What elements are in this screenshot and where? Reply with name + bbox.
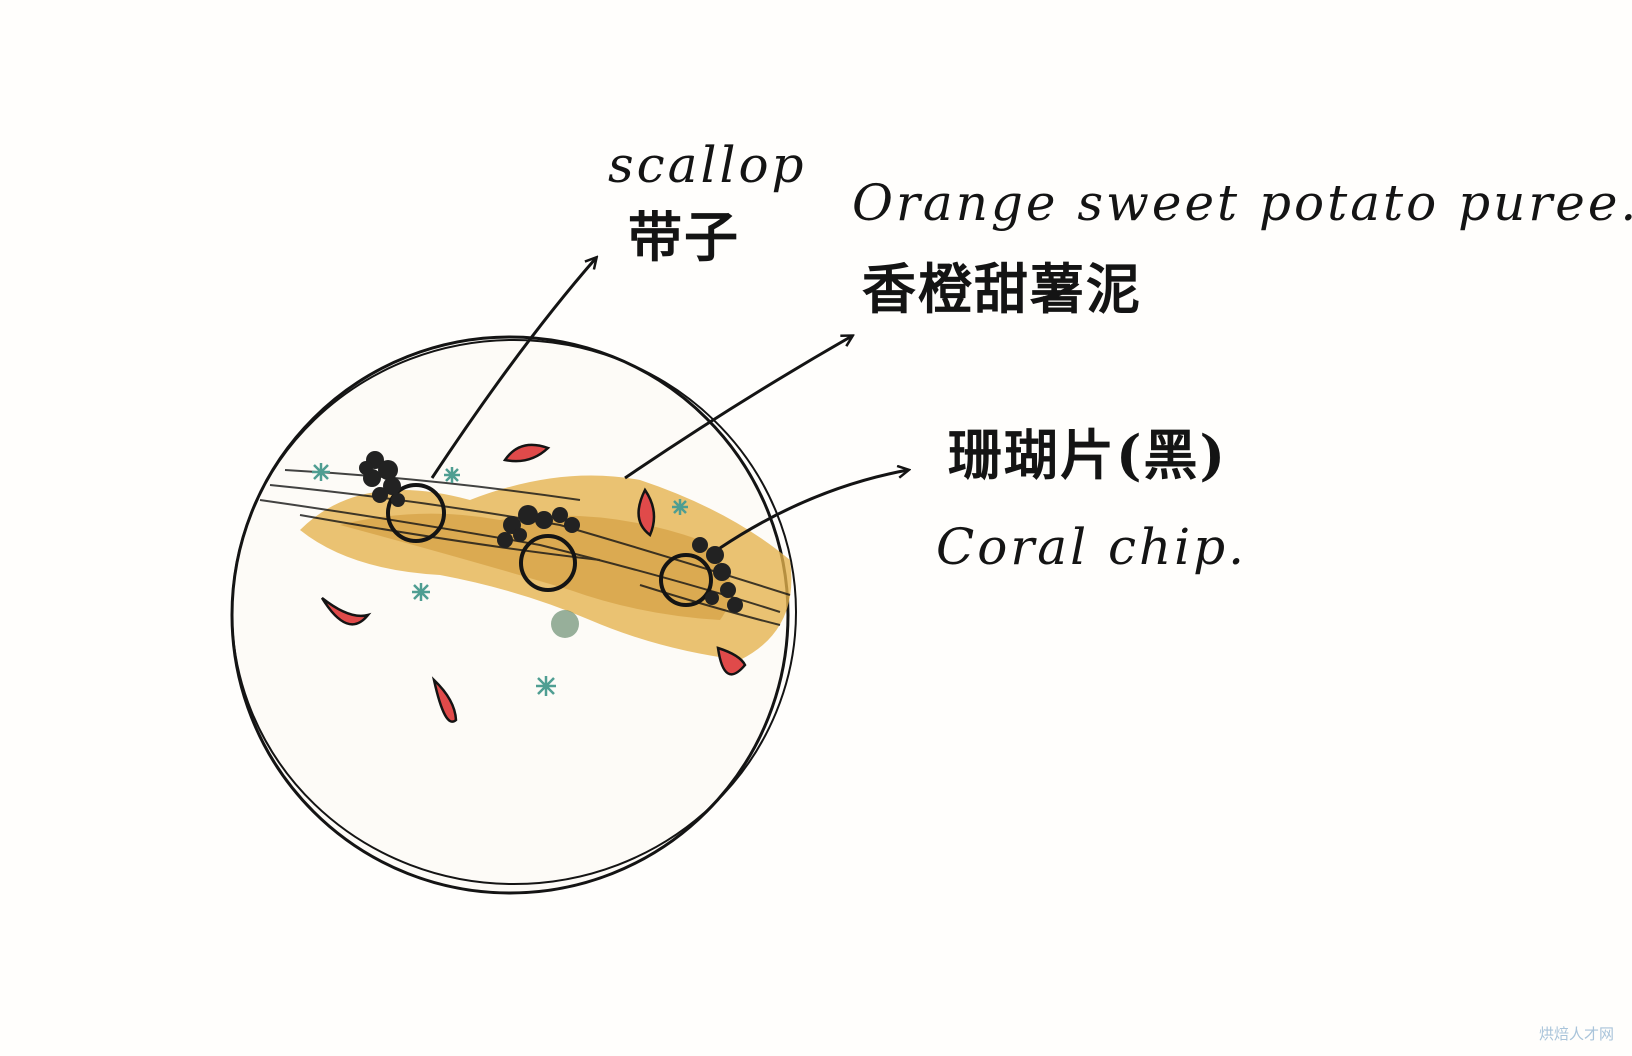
label-puree-zh: 香橙甜薯泥 [862,257,1142,321]
label-scallop-en: scallop [608,136,807,194]
petals [320,443,747,723]
herbs [312,463,688,696]
arrow-scallop [430,258,596,479]
coral-chips [359,451,743,613]
arrows [430,258,908,550]
label-puree-en: Orange sweet potato puree. [852,174,1632,232]
scallops [386,483,713,607]
label-coral-en: Coral chip. [936,518,1248,576]
arrow-coral [719,470,908,550]
label-coral-zh: 珊瑚片(黑) [948,423,1228,487]
label-scallop-zh: 带子 [628,205,740,269]
puree-smear [300,475,792,660]
herb-dot [551,610,579,638]
watermark: 烘焙人才网 [1538,1025,1614,1043]
arrow-puree [624,336,852,480]
